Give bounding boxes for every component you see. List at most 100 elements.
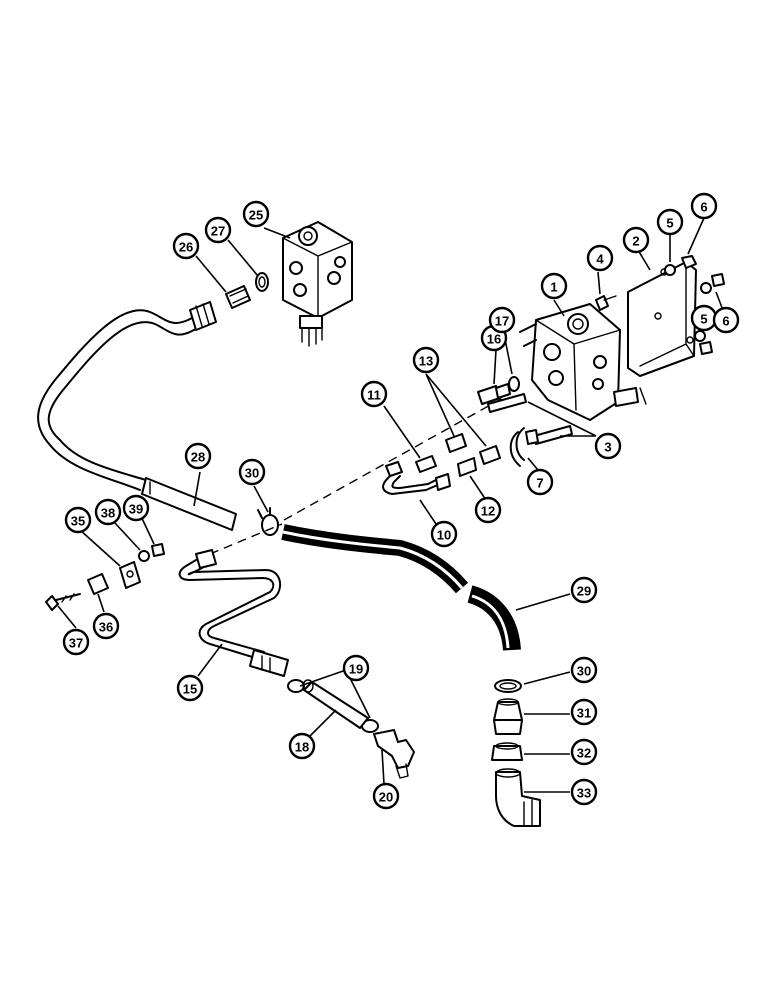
callout: 27 [204, 216, 232, 244]
svg-text:26: 26 [179, 240, 193, 255]
callout: 30 [238, 458, 266, 486]
svg-text:5: 5 [666, 216, 673, 231]
o-ring-17 [508, 376, 520, 392]
bolts-3 [487, 393, 573, 445]
bracket-2 [627, 261, 697, 377]
fitting-12 [457, 457, 477, 477]
adapter-31 [493, 698, 523, 735]
svg-text:5: 5 [700, 312, 707, 327]
svg-text:32: 32 [577, 746, 591, 761]
clamps-19 [287, 679, 379, 733]
callout: 7 [526, 468, 554, 496]
svg-text:30: 30 [577, 664, 591, 679]
callout: 3 [594, 432, 622, 460]
callout: 32 [570, 738, 598, 766]
callout: 11 [360, 380, 388, 408]
callout: 39 [122, 494, 150, 522]
svg-text:38: 38 [101, 506, 115, 521]
svg-text:25: 25 [249, 208, 263, 223]
bolt-37 [45, 593, 81, 611]
nut-32 [491, 742, 523, 761]
valve-body-1 [519, 303, 647, 421]
callout: 18 [288, 732, 316, 760]
callout: 5 [656, 208, 684, 236]
callout: 37 [62, 628, 90, 656]
hose-29 [281, 524, 521, 652]
svg-text:20: 20 [379, 790, 393, 805]
callout: 31 [570, 698, 598, 726]
svg-text:29: 29 [577, 584, 591, 599]
washer-38 [138, 550, 150, 562]
svg-text:6: 6 [722, 314, 729, 329]
svg-text:28: 28 [191, 450, 205, 465]
fitting-16 [477, 383, 511, 405]
nut-39 [151, 543, 165, 557]
callout: 35 [64, 506, 92, 534]
svg-text:2: 2 [632, 234, 639, 249]
svg-text:10: 10 [437, 528, 451, 543]
callout: 30 [570, 656, 598, 684]
tube-10 [382, 461, 451, 495]
svg-text:1: 1 [550, 280, 557, 295]
spacer-36 [87, 573, 109, 595]
callout: 19 [342, 654, 370, 682]
svg-text:16: 16 [487, 332, 501, 347]
svg-text:3: 3 [604, 440, 611, 455]
hose-clamp-30-lower [494, 679, 522, 693]
clip-7 [509, 427, 525, 467]
hose-clamp-30-upper [257, 507, 279, 536]
control-valve-25 [282, 221, 353, 347]
hose-18 [302, 679, 369, 729]
callout: 38 [94, 498, 122, 526]
adapters-13 [445, 433, 501, 465]
svg-text:4: 4 [596, 252, 604, 267]
callout: 26 [172, 232, 200, 260]
svg-text:6: 6 [700, 200, 707, 215]
svg-text:31: 31 [577, 706, 591, 721]
callout: 12 [474, 496, 502, 524]
svg-text:15: 15 [183, 682, 197, 697]
svg-text:13: 13 [419, 354, 433, 369]
callout: 6 [712, 306, 740, 334]
svg-text:39: 39 [129, 502, 143, 517]
callout: 25 [242, 200, 270, 228]
svg-text:37: 37 [69, 636, 83, 651]
callout: 10 [430, 520, 458, 548]
callout: 36 [92, 612, 120, 640]
callout: 1 [540, 272, 568, 300]
callout: 5 [690, 304, 718, 332]
o-ring-27 [255, 272, 269, 292]
leader-lines [57, 217, 727, 793]
clamp-35 [119, 561, 141, 589]
svg-text:33: 33 [577, 786, 591, 801]
elbow-20 [373, 729, 415, 779]
callout: 13 [412, 346, 440, 374]
svg-text:17: 17 [495, 314, 509, 329]
tube-28 [37, 301, 237, 531]
svg-text:27: 27 [211, 224, 225, 239]
callout: 17 [488, 306, 516, 334]
fitting-26 [225, 285, 251, 309]
svg-text:30: 30 [245, 466, 259, 481]
callouts: 1 2 3 4 5 5 6 6 7 10 11 12 13 15 16 17 1… [62, 192, 740, 810]
callout: 6 [690, 192, 718, 220]
callout: 28 [184, 442, 212, 470]
callout: 29 [570, 576, 598, 604]
svg-text:19: 19 [349, 662, 363, 677]
alignment-dashed-line [209, 393, 511, 555]
callout: 20 [372, 782, 400, 810]
svg-text:11: 11 [367, 388, 381, 403]
svg-text:12: 12 [481, 504, 495, 519]
elbow-33 [495, 768, 541, 827]
callout: 15 [176, 674, 204, 702]
svg-text:18: 18 [295, 740, 309, 755]
washers-nuts-5-6 [664, 255, 725, 355]
svg-text:36: 36 [99, 620, 113, 635]
bolt-4 [595, 295, 617, 311]
callout: 33 [570, 778, 598, 806]
svg-text:7: 7 [536, 476, 543, 491]
svg-text:35: 35 [71, 514, 85, 529]
callout: 2 [622, 226, 650, 254]
tube-15 [178, 549, 289, 677]
